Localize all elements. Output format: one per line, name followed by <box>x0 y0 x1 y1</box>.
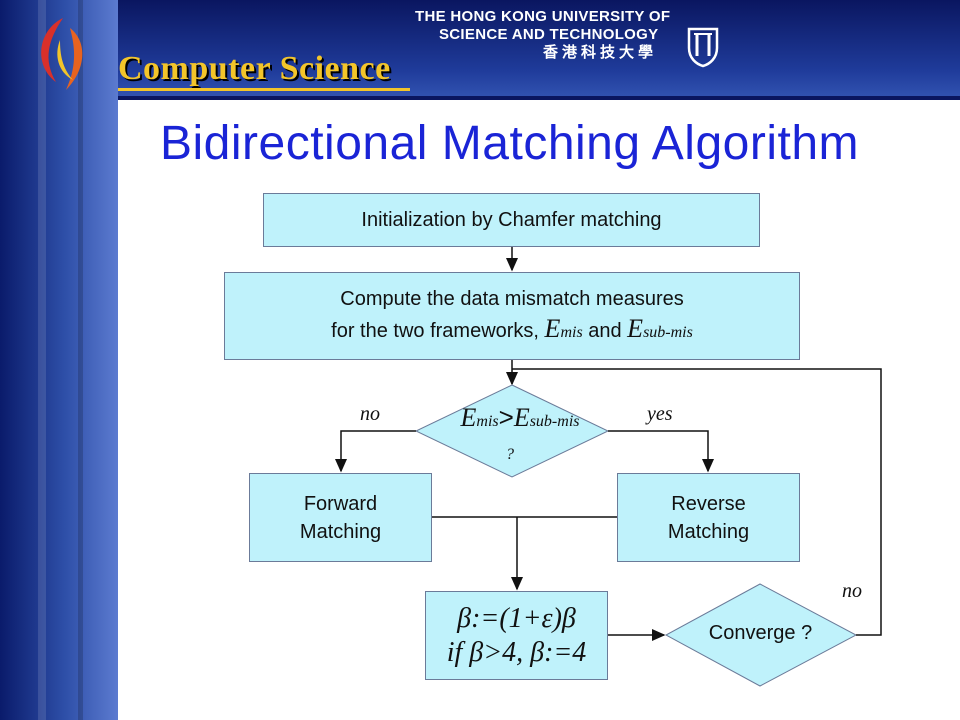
reverse-matching-box: Reverse Matching <box>617 473 800 562</box>
reverse-line1: Reverse <box>671 490 745 518</box>
beta-update-line1: β:=(1+ε)β <box>457 602 576 636</box>
beta-update-line2: if β>4, β:=4 <box>447 636 587 670</box>
decision-question-mark: ? <box>506 446 514 464</box>
decision-sub-submis: sub-mis <box>530 413 580 430</box>
e-symbol: E <box>545 314 561 343</box>
branch-no-label: no <box>360 403 380 426</box>
compute-box-line1: Compute the data mismatch measures <box>340 284 684 314</box>
init-box-label: Initialization by Chamfer matching <box>361 205 661 235</box>
decision-operator: > <box>499 402 514 432</box>
beta-update-box: β:=(1+ε)β if β>4, β:=4 <box>425 591 608 680</box>
compute-box-line2-prefix: for the two frameworks, <box>331 320 539 342</box>
decision-e2: E <box>514 403 530 432</box>
loop-no-label: no <box>842 580 862 603</box>
converge-label: Converge ? <box>668 622 853 645</box>
and-word: and <box>588 320 621 342</box>
forward-matching-box: Forward Matching <box>249 473 432 562</box>
sub-mis: mis <box>560 324 582 341</box>
branch-yes-label: yes <box>647 403 673 426</box>
decision-e: E <box>461 403 477 432</box>
compute-box: Compute the data mismatch measures for t… <box>224 272 800 360</box>
sub-submis: sub-mis <box>643 324 693 341</box>
init-box: Initialization by Chamfer matching <box>263 193 760 247</box>
reverse-line2: Matching <box>668 518 749 546</box>
arrow-yes-to-reverse <box>608 431 708 471</box>
arrow-no-to-forward <box>341 431 416 471</box>
decision-sub-mis: mis <box>476 413 498 430</box>
forward-line1: Forward <box>304 490 377 518</box>
forward-line2: Matching <box>300 518 381 546</box>
compute-box-line2: for the two frameworks, Emis and Esub-mi… <box>331 314 693 348</box>
e-symbol-2: E <box>627 314 643 343</box>
decision-text: Emis>Esub-mis <box>430 402 610 433</box>
